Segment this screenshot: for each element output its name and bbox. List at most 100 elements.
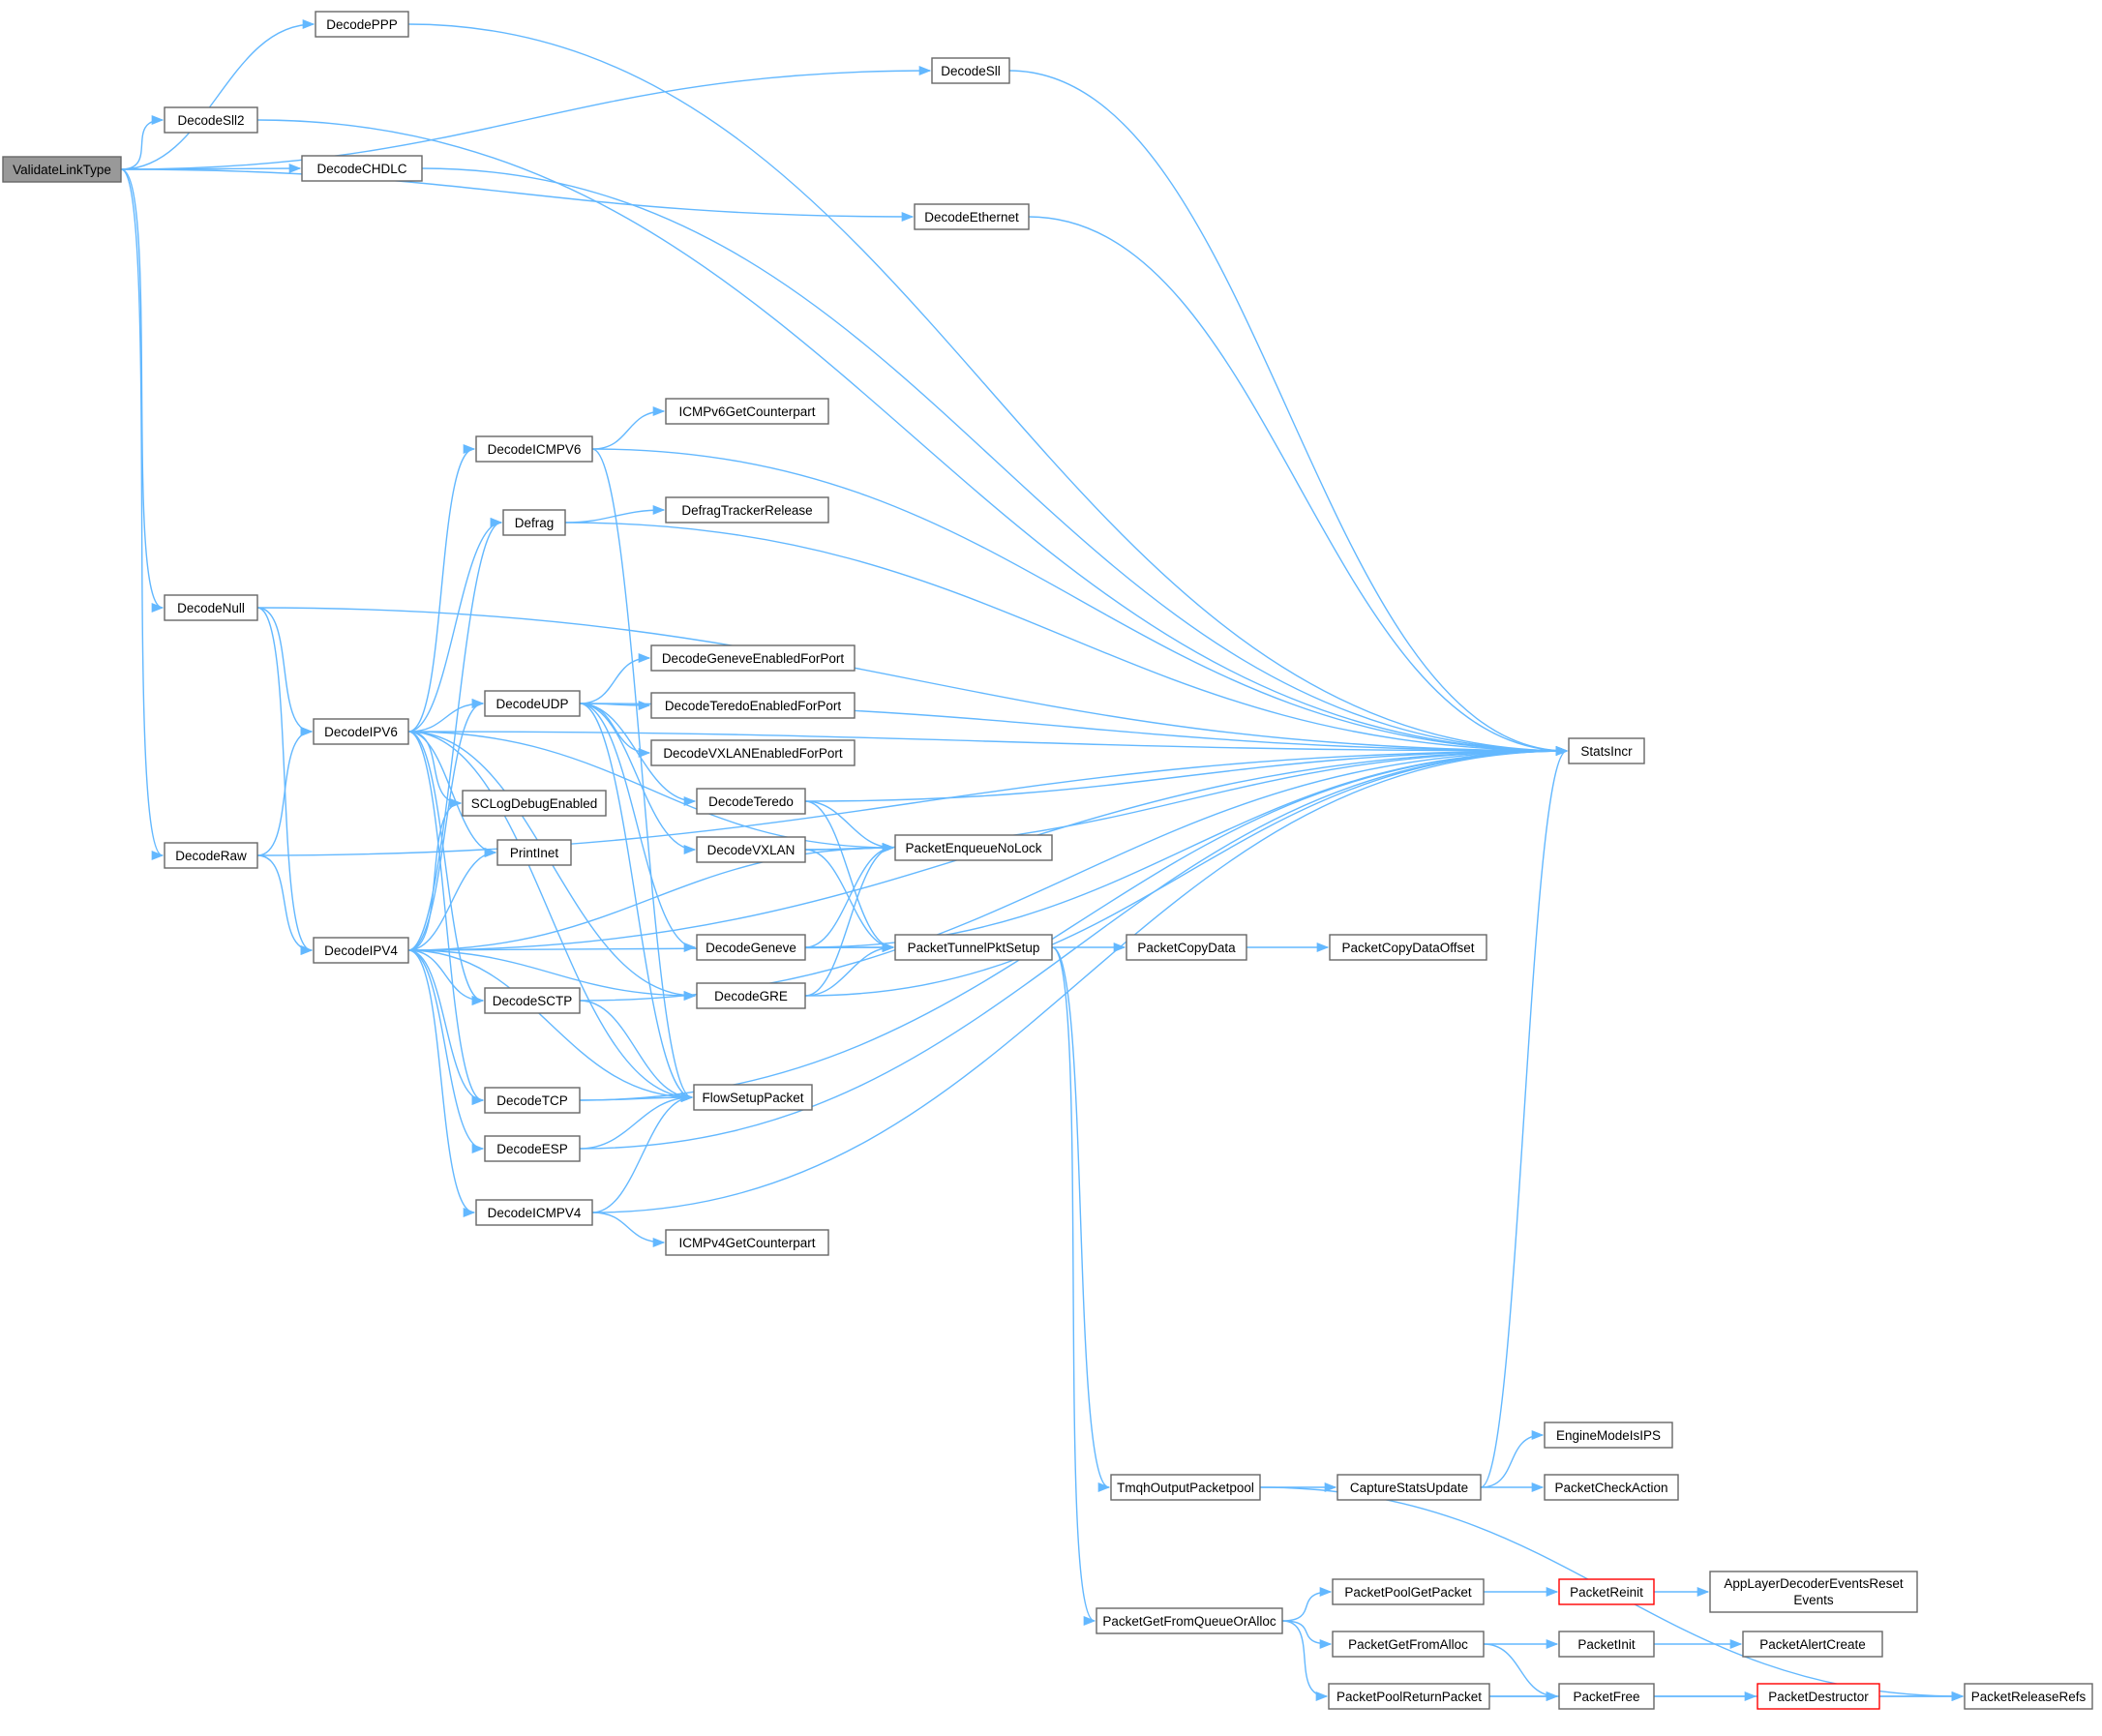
edge-decode-ipv6-to-flow-setup-packet	[407, 731, 694, 1103]
node-decode-udp[interactable]: DecodeUDP	[484, 690, 581, 717]
node-decode-geneve[interactable]: DecodeGeneve	[696, 934, 806, 961]
node-box	[1329, 934, 1487, 961]
node-box	[665, 496, 829, 524]
node-decode-ipv6[interactable]: DecodeIPV6	[313, 718, 409, 745]
edge-decode-null-to-decode-ipv6	[256, 607, 314, 737]
node-icm-pv6-get-counterpart[interactable]: ICMPv6GetCounterpart	[665, 398, 829, 425]
node-engine-mode-is-ips[interactable]: EngineModeIsIPS	[1544, 1422, 1673, 1449]
node-decode-ethernet[interactable]: DecodeEthernet	[914, 203, 1030, 230]
node-packet-reinit[interactable]: PacketReinit	[1558, 1578, 1655, 1605]
node-capture-stats-update[interactable]: CaptureStatsUpdate	[1336, 1474, 1482, 1501]
edge-decode-icmpv4-to-stats-incr	[591, 745, 1569, 1213]
node-packet-check-action[interactable]: PacketCheckAction	[1544, 1474, 1679, 1501]
edge-decode-esp-to-flow-setup-packet	[579, 1092, 694, 1150]
node-packet-copy-data-offset[interactable]: PacketCopyDataOffset	[1329, 934, 1487, 961]
node-stats-incr[interactable]: StatsIncr	[1568, 737, 1645, 764]
node-decode-icmpv6[interactable]: DecodeICMPV6	[475, 435, 593, 463]
node-box	[475, 1199, 593, 1226]
edge-decode-ipv4-to-defrag	[407, 518, 503, 951]
node-decode-icmpv4[interactable]: DecodeICMPV4	[475, 1199, 593, 1226]
node-box	[1336, 1474, 1482, 1501]
node-box	[696, 982, 806, 1009]
edge-decode-ethernet-to-stats-incr	[1028, 216, 1569, 757]
node-decode-raw[interactable]: DecodeRaw	[164, 842, 258, 869]
edge-decode-ipv6-to-defrag	[407, 518, 503, 733]
node-box	[1558, 1631, 1655, 1658]
edge-decode-chdlc-to-stats-incr	[421, 167, 1569, 757]
node-packet-enqueue-no-lock[interactable]: PacketEnqueueNoLock	[894, 834, 1053, 861]
node-decode-geneve-enabled-for-port[interactable]: DecodeGeneveEnabledForPort	[650, 644, 856, 672]
node-decode-chdlc[interactable]: DecodeCHDLC	[301, 155, 423, 182]
node-icm-pv4-get-counterpart[interactable]: ICMPv4GetCounterpart	[665, 1229, 829, 1256]
node-decode-sctp[interactable]: DecodeSCTP	[484, 987, 581, 1014]
node-label: CaptureStatsUpdate	[1350, 1481, 1468, 1495]
node-decode-null[interactable]: DecodeNull	[164, 594, 258, 621]
edge-decode-ipv4-to-decode-sctp	[407, 949, 485, 1006]
node-box	[693, 1084, 813, 1111]
node-decode-gre[interactable]: DecodeGRE	[696, 982, 806, 1009]
node-packet-alert-create[interactable]: PacketAlertCreate	[1742, 1631, 1883, 1658]
node-packet-tunnel-pkt-setup[interactable]: PacketTunnelPktSetup	[894, 934, 1053, 961]
edge-decode-ipv4-to-decode-icmpv4	[407, 949, 476, 1217]
node-decode-vxlan-enabled-for-port[interactable]: DecodeVXLANEnabledForPort	[650, 739, 856, 766]
node-label: DecodeIPV4	[324, 943, 398, 958]
node-defrag[interactable]: Defrag	[502, 509, 566, 536]
edge-defrag-to-stats-incr	[564, 522, 1569, 757]
node-decode-sll2[interactable]: DecodeSll2	[164, 106, 258, 134]
node-packet-pool-get-packet[interactable]: PacketPoolGetPacket	[1332, 1578, 1485, 1605]
node-decode-tcp[interactable]: DecodeTCP	[484, 1087, 581, 1114]
node-box	[665, 398, 829, 425]
node-box	[696, 836, 806, 863]
node-box	[313, 718, 409, 745]
node-packet-free[interactable]: PacketFree	[1558, 1683, 1655, 1710]
node-packet-release-refs[interactable]: PacketReleaseRefs	[1964, 1683, 2093, 1710]
edge-decode-null-to-stats-incr	[256, 607, 1569, 757]
edge-decode-ipv4-to-print-inet	[407, 847, 497, 951]
node-label: PacketInit	[1577, 1637, 1636, 1652]
node-label: DecodeEthernet	[924, 210, 1019, 224]
node-print-inet[interactable]: PrintInet	[496, 839, 572, 866]
node-defrag-tracker-release[interactable]: DefragTrackerRelease	[665, 496, 829, 524]
node-box	[484, 1087, 581, 1114]
node-packet-init[interactable]: PacketInit	[1558, 1631, 1655, 1658]
node-decode-teredo[interactable]: DecodeTeredo	[696, 788, 806, 815]
node-box	[931, 57, 1010, 84]
node-packet-destructor[interactable]: PacketDestructor	[1757, 1683, 1880, 1710]
node-label: DecodeGRE	[714, 989, 788, 1003]
node-label: DecodeSll2	[177, 113, 244, 128]
node-box	[1757, 1683, 1880, 1710]
node-box	[1110, 1474, 1261, 1501]
node-decode-vxlan[interactable]: DecodeVXLAN	[696, 836, 806, 863]
node-decode-sll[interactable]: DecodeSll	[931, 57, 1010, 84]
node-decode-esp[interactable]: DecodeESP	[484, 1135, 581, 1162]
node-label: DecodeIPV6	[324, 725, 398, 739]
node-packet-get-from-alloc[interactable]: PacketGetFromAlloc	[1332, 1631, 1485, 1658]
node-box	[484, 690, 581, 717]
edge-packet-tunnel-pkt-setup-to-tmqh-output-packetpool	[1051, 946, 1111, 1492]
node-packet-get-from-queue-or-alloc[interactable]: PacketGetFromQueueOrAlloc	[1096, 1607, 1283, 1634]
edge-decode-ppp-to-stats-incr	[407, 23, 1569, 757]
node-label: DecodeVXLANEnabledForPort	[663, 746, 843, 761]
edge-decode-teredo-to-stats-incr	[804, 745, 1569, 802]
node-sc-log-debug-enabled[interactable]: SCLogDebugEnabled	[462, 790, 607, 817]
edge-decode-geneve-to-packet-enqueue-no-lock	[804, 842, 895, 948]
node-label: ValidateLinkType	[13, 163, 111, 177]
node-tmqh-output-packetpool[interactable]: TmqhOutputPacketpool	[1110, 1474, 1261, 1501]
node-flow-setup-packet[interactable]: FlowSetupPacket	[693, 1084, 813, 1111]
node-decode-teredo-enabled-for-port[interactable]: DecodeTeredoEnabledForPort	[650, 692, 856, 719]
node-box	[313, 937, 409, 964]
node-decode-ipv4[interactable]: DecodeIPV4	[313, 937, 409, 964]
node-box	[696, 788, 806, 815]
node-label: PacketReinit	[1570, 1585, 1643, 1600]
node-validate-link-type[interactable]: ValidateLinkType	[2, 156, 122, 183]
node-packet-copy-data[interactable]: PacketCopyData	[1126, 934, 1247, 961]
node-box	[1742, 1631, 1883, 1658]
node-label: DecodeSll	[941, 64, 1001, 78]
node-label: PacketPoolGetPacket	[1344, 1585, 1472, 1600]
node-label: PacketCopyDataOffset	[1341, 941, 1474, 955]
node-box	[914, 203, 1030, 230]
node-label: DecodeVXLAN	[707, 843, 796, 857]
node-decode-ppp[interactable]: DecodePPP	[315, 11, 409, 38]
node-packet-pool-return-packet[interactable]: PacketPoolReturnPacket	[1328, 1683, 1490, 1710]
